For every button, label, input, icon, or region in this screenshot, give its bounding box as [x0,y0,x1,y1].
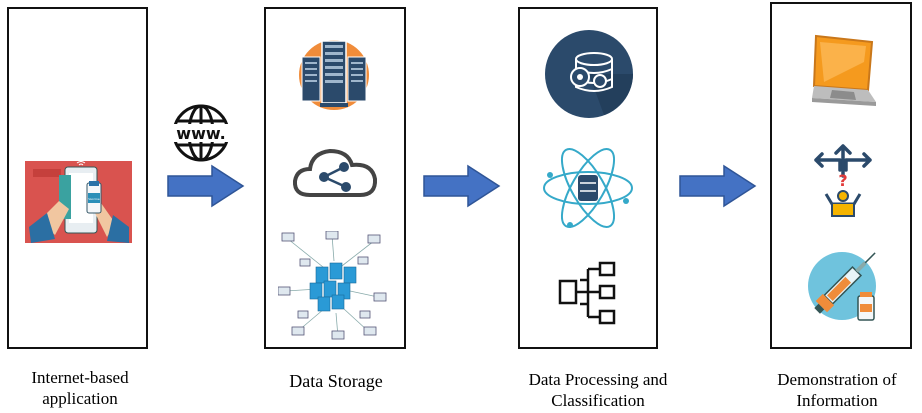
flow-arrow-2 [423,164,501,208]
database-gear-icon [545,30,633,118]
hierarchy-tree-icon [558,261,616,325]
cloud-share-icon [292,148,378,197]
stage-label-data-storage: Data Storage [250,371,422,392]
decision-arrows-icon: ? [814,144,872,217]
label-line: Classification [551,391,645,410]
flow-arrow-3 [679,164,757,208]
stage-panel-demonstration: ? [770,2,912,349]
stage-label-data-processing: Data Processing and Classification [498,369,698,411]
www-globe-icon: www. [171,104,231,162]
vaccine-phone-icon: Vaccine [25,161,132,243]
label-line: Information [796,391,878,410]
label-line: Internet-based [31,368,129,387]
label-line: Demonstration of [777,370,897,389]
vaccine-badge-text: Vaccine [88,197,100,201]
label-line: Data Storage [289,371,383,391]
label-line: application [42,389,118,408]
www-text: www. [176,124,225,143]
stage-label-demonstration: Demonstration of Information [752,369,922,411]
syringe-vial-icon [808,252,876,321]
stage-panel-data-processing [518,7,658,349]
stage-panel-data-storage [264,7,406,349]
label-line: Data Processing and [528,370,668,389]
monitor-icon [812,34,876,106]
data-center-network-icon [278,231,387,340]
server-rack-icon [299,40,369,110]
stage-panel-internet-app: Vaccine [7,7,148,349]
svg-text:?: ? [838,171,847,190]
flow-arrow-1 [167,164,245,208]
database-atom-icon [543,148,633,228]
stage-label-internet-app: Internet-based application [0,367,160,409]
